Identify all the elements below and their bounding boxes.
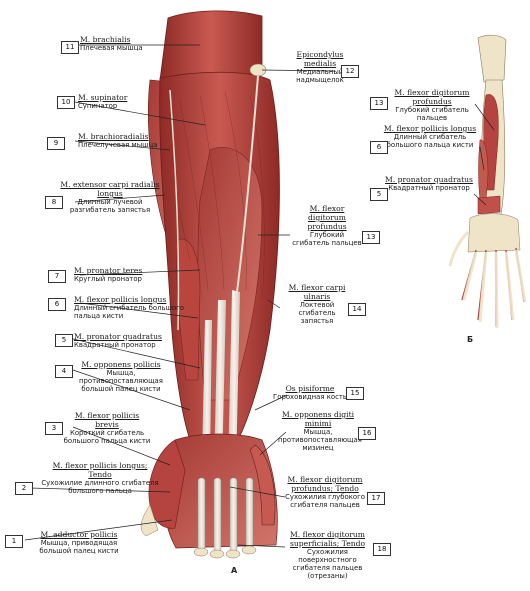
- number-badge: 14: [348, 303, 366, 316]
- number-badge: 15: [346, 387, 364, 400]
- number-badge: 5: [370, 188, 388, 201]
- figure-letter-b: Б: [467, 335, 474, 344]
- number-badge: 8: [45, 196, 63, 209]
- number-badge: 16: [358, 427, 376, 440]
- number-badge: 11: [61, 41, 79, 54]
- number-badge: 7: [48, 270, 66, 283]
- number-badge: 1: [5, 535, 23, 548]
- forearm-inset: [448, 34, 527, 329]
- number-badge: 6: [48, 298, 66, 311]
- number-badge: 4: [55, 365, 73, 378]
- figure-letter-a: А: [231, 566, 238, 575]
- forearm-main: [140, 10, 280, 559]
- number-badge: 3: [45, 422, 63, 435]
- number-badge: 17: [367, 492, 385, 505]
- number-badge: 5: [55, 334, 73, 347]
- label-flexor-digitorum-superficialis-tendon: M. flexor digitorum superficialis; Tendo…: [289, 530, 366, 580]
- number-badge: 9: [47, 137, 65, 150]
- number-badge: 13: [362, 231, 380, 244]
- number-badge: 13: [370, 97, 388, 110]
- number-badge: 6: [370, 141, 388, 154]
- number-badge: 18: [373, 543, 391, 556]
- number-badge: 10: [57, 96, 75, 109]
- leader-lines: [24, 44, 495, 548]
- number-badge: 2: [15, 482, 33, 495]
- number-badge: 12: [341, 65, 359, 78]
